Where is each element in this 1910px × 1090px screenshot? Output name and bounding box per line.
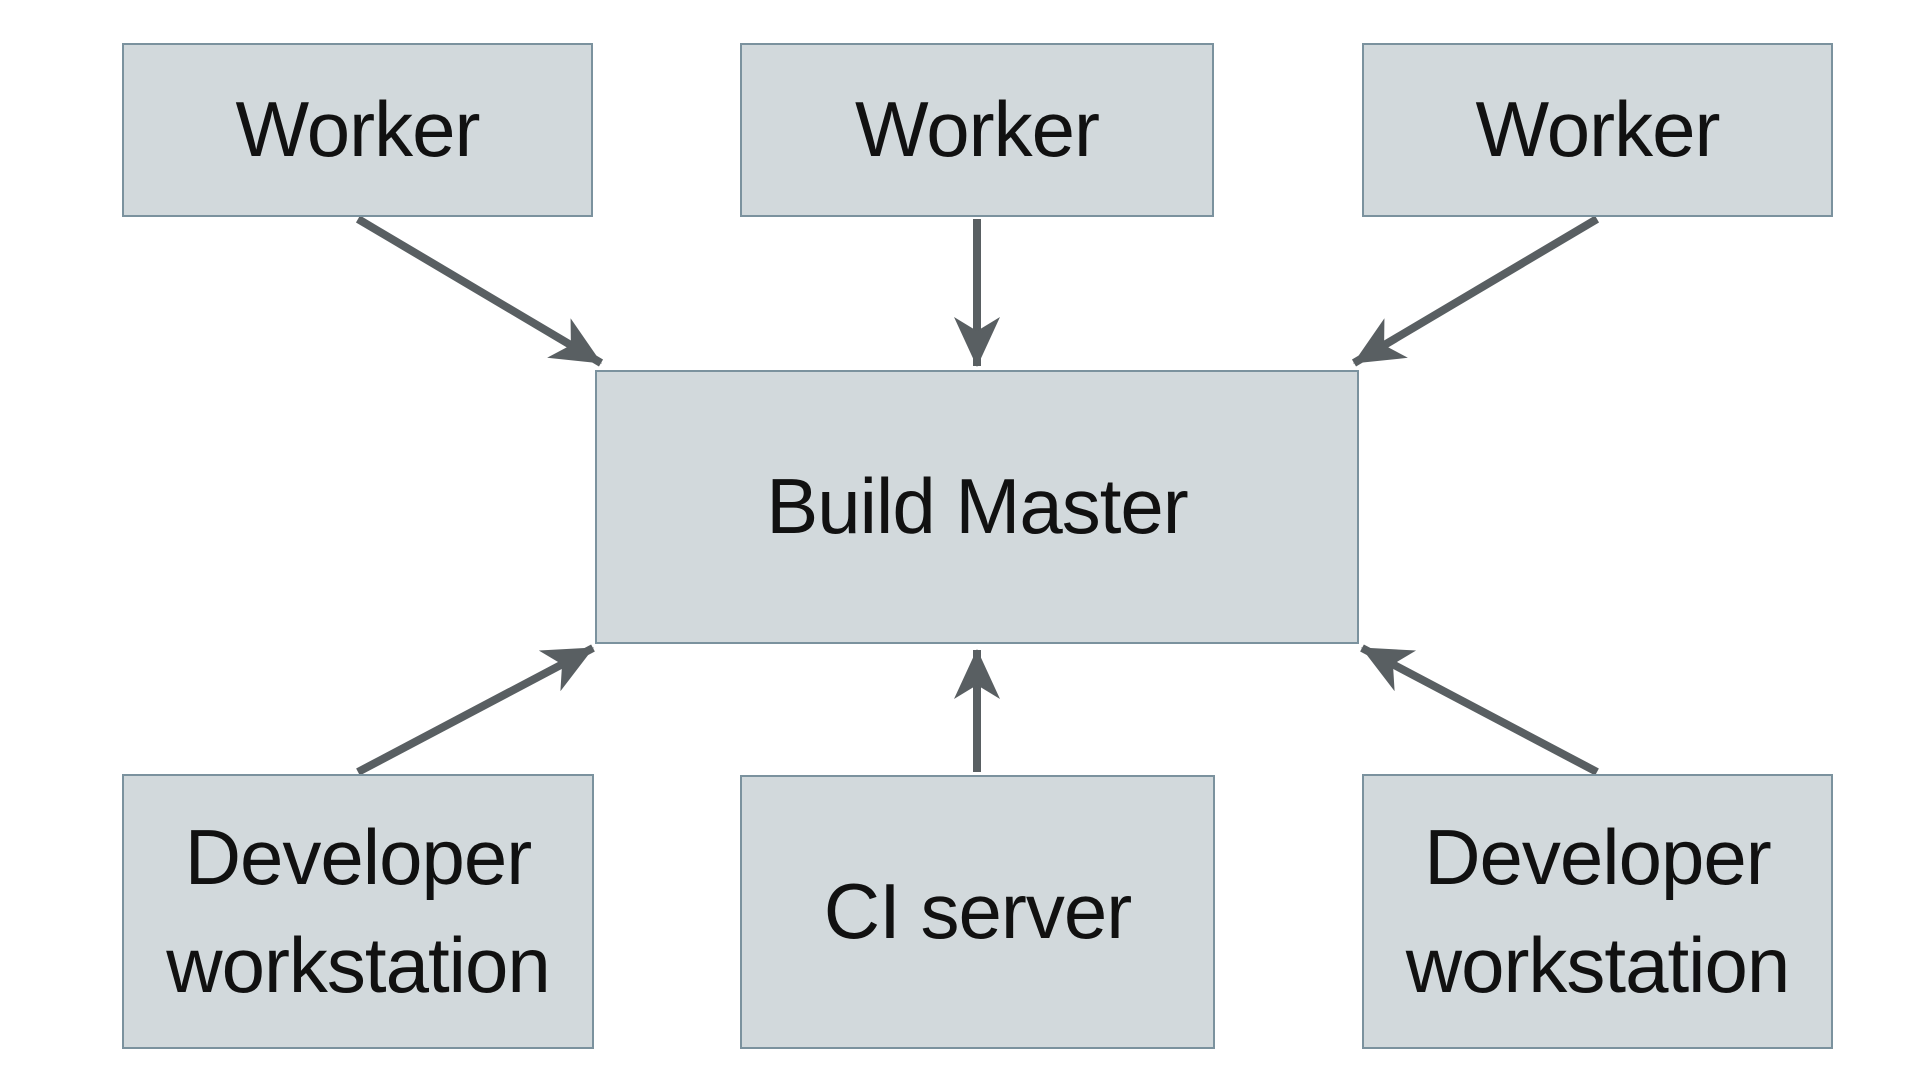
node-developer-workstation-2-label: Developer workstation — [1405, 812, 1791, 1009]
node-worker-2-label: Worker — [855, 85, 1100, 174]
node-worker-1-label: Worker — [235, 85, 481, 174]
arrow-dev1-to-build-master — [356, 644, 595, 776]
node-developer-workstation-1-label: Developer workstation — [166, 812, 551, 1009]
node-developer-workstation-2: Developer workstation — [1362, 774, 1833, 1049]
arrow-worker1-to-build-master — [355, 215, 604, 367]
node-developer-workstation-1: Developer workstation — [122, 774, 594, 1049]
arrow-dev2-to-build-master — [1360, 644, 1599, 776]
node-worker-3-label: Worker — [1475, 85, 1721, 174]
node-worker-1: Worker — [122, 43, 593, 217]
arrow-worker3-to-build-master — [1351, 215, 1600, 367]
node-worker-2: Worker — [740, 43, 1214, 217]
node-build-master: Build Master — [595, 370, 1359, 644]
node-build-master-label: Build Master — [766, 462, 1188, 551]
node-worker-3: Worker — [1362, 43, 1833, 217]
node-ci-server: CI server — [740, 775, 1215, 1049]
node-ci-server-label: CI server — [823, 867, 1132, 956]
